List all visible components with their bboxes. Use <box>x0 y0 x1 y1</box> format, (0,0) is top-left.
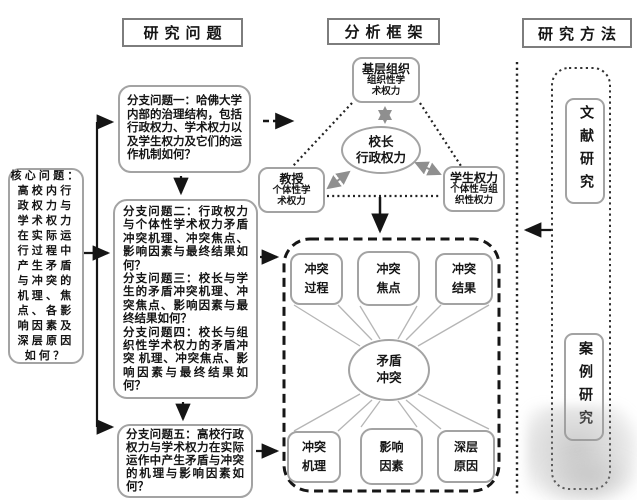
branch-question-4-text: 分支问题四：校长与组织性学术权力的矛盾冲突 机理、冲突焦点、影响因素与最终结果如… <box>123 326 248 393</box>
conflict-panel-border <box>282 237 501 493</box>
funnel-lines-bottom <box>293 393 490 432</box>
student-power-title: 学生权力 <box>449 171 498 185</box>
conflict-mechanism-box: 冲突 机理 <box>287 431 341 483</box>
funnel-lines-top <box>293 304 490 347</box>
grassroots-organization-subtitle: 组织性学 术权力 <box>366 76 405 97</box>
student-power-box: 学生权力 个体性与组 织性权力 <box>443 166 505 212</box>
grassroots-organization-title: 基层组织 <box>361 62 410 76</box>
branch-question-3-text: 分支问题三：校长与学生的矛盾冲突机理、冲突焦点、影响因素与最终结果如何？ <box>123 273 248 326</box>
double-arrow-president-student <box>414 161 442 176</box>
deep-cause-box: 深层 原因 <box>437 430 495 483</box>
literature-research-box: 文献研究 <box>565 98 605 204</box>
core-question-box: 核心问题： 高校内行 政权力与 学术权力 在实际运 行过程中 产生矛盾 与冲突的… <box>8 168 84 364</box>
header-analysis-framework: 分析框架 <box>327 18 440 45</box>
branch-question-1-text: 分支问题一：哈佛大学内部的治理结构，包括行政权力、学术权力以及学生权力及它们的运… <box>127 95 242 162</box>
conflict-focus-box: 冲突 焦点 <box>357 251 420 306</box>
header-research-methods: 研究方法 <box>522 18 632 48</box>
header-research-questions: 研究问题 <box>122 18 243 47</box>
case-study-box: 案例研究 <box>564 333 604 441</box>
double-arrow-president-professor <box>326 170 351 190</box>
branch-question-5-box: 分支问题五：高校行政权力与学术权力在实际运作中产生矛盾与冲突的机理与影响因素如何… <box>117 424 253 498</box>
branch-questions-2-3-4-box: 分支问题二：行政权力与个体性学术权力矛盾冲突机理、冲突焦点、影响因素与最终结果如… <box>113 199 258 399</box>
branch-question-2-text: 分支问题二：行政权力与个体性学术权力矛盾冲突机理、冲突焦点、影响因素与最终结果如… <box>123 206 248 272</box>
student-power-subtitle: 个体性与组 织性权力 <box>450 185 498 206</box>
grassroots-organization-box: 基层组织 组织性学 术权力 <box>352 57 420 103</box>
branch-question-1-box: 分支问题一：哈佛大学内部的治理结构，包括行政权力、学术权力以及学生权力及它们的运… <box>118 85 251 173</box>
professor-power-subtitle: 个体性学 术权力 <box>272 186 311 207</box>
contradiction-conflict-ellipse: 矛盾 冲突 <box>348 339 430 401</box>
professor-power-title: 教授 <box>279 172 304 186</box>
branch-question-5-text: 分支问题五：高校行政权力与学术权力在实际运作中产生矛盾与冲突的机理与影响因素如何… <box>126 428 244 493</box>
conflict-process-box: 冲突 过程 <box>290 253 343 305</box>
influence-factor-box: 影响 因素 <box>360 428 423 485</box>
triangle-right-dotted-edge <box>419 102 462 167</box>
professor-power-box: 教授 个体性学 术权力 <box>258 167 325 213</box>
conflict-result-box: 冲突 结果 <box>435 253 493 305</box>
president-power-ellipse: 校长 行政权力 <box>341 126 421 174</box>
triangle-left-dotted-edge <box>292 102 353 167</box>
